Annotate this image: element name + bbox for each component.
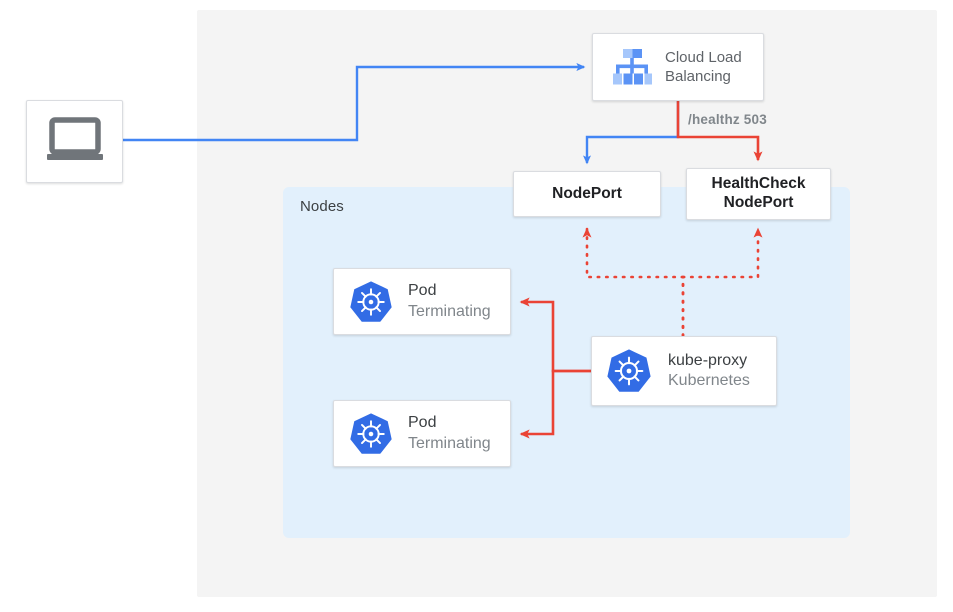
laptop-icon — [44, 116, 106, 167]
kubernetes-icon — [606, 348, 652, 394]
pod-card-1-title: Pod — [408, 282, 437, 300]
cloud-load-balancing-icon — [607, 44, 653, 90]
healthcheck-nodeport-label-line2: NodePort — [723, 194, 794, 211]
healthz-edge-label: /healthz 503 — [688, 112, 767, 127]
pod-card-2-subtitle: Terminating — [408, 434, 491, 452]
pod-card-2-text: Pod Terminating — [408, 413, 491, 454]
kube-proxy-title: kube-proxy — [668, 351, 748, 369]
pod-card-2[interactable]: Pod Terminating — [333, 400, 511, 467]
client-laptop-card[interactable] — [26, 100, 123, 183]
kubernetes-icon — [348, 411, 394, 457]
healthcheck-nodeport-label-line1: HealthCheck — [711, 175, 806, 193]
cloud-load-balancing-label: Cloud Load Balancing — [665, 48, 742, 86]
kube-proxy-card[interactable]: kube-proxy Kubernetes — [591, 336, 777, 406]
kube-proxy-text: kube-proxy Kubernetes — [668, 351, 750, 392]
nodes-region-label: Nodes — [300, 198, 344, 215]
kube-proxy-subtitle: Kubernetes — [668, 372, 750, 389]
pod-card-1-text: Pod Terminating — [408, 281, 491, 322]
nodeport-label: NodePort — [552, 184, 622, 202]
pod-card-2-title: Pod — [408, 414, 437, 432]
cloud-load-balancing-card[interactable]: Cloud Load Balancing — [592, 33, 764, 101]
cloud-load-balancing-title-line1: Cloud Load — [665, 48, 742, 66]
healthcheck-nodeport-card[interactable]: HealthCheck NodePort — [686, 168, 831, 220]
nodeport-card[interactable]: NodePort — [513, 171, 661, 217]
healthcheck-nodeport-label: HealthCheck NodePort — [712, 175, 806, 212]
pod-card-1-subtitle: Terminating — [408, 302, 491, 320]
cloud-load-balancing-title-line2: Balancing — [665, 68, 731, 85]
kubernetes-icon — [348, 279, 394, 325]
pod-card-1[interactable]: Pod Terminating — [333, 268, 511, 335]
